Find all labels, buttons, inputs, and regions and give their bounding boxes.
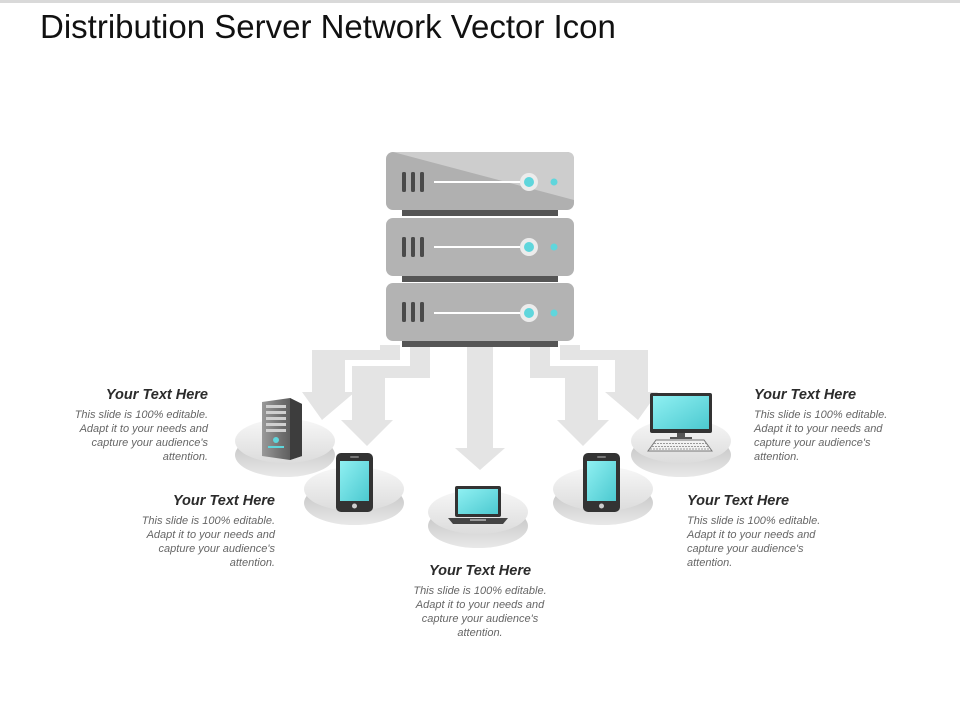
text-block-phone-right: Your Text Here This slide is 100% editab… [687, 493, 837, 570]
arrow-to-phone-left [341, 345, 430, 446]
text-block-server-tower: Your Text Here This slide is 100% editab… [58, 387, 208, 464]
text-body: This slide is 100% editable. Adapt it to… [74, 409, 208, 463]
text-block-phone-left: Your Text Here This slide is 100% editab… [125, 493, 275, 570]
text-body: This slide is 100% editable. Adapt it to… [754, 409, 888, 463]
server-tower-icon [262, 398, 302, 460]
desktop-computer-icon [647, 393, 713, 452]
server-unit [386, 283, 574, 347]
laptop-icon [448, 486, 508, 524]
text-heading: Your Text Here [428, 563, 532, 579]
connection-arrows [302, 345, 658, 470]
arrow-to-tower [302, 345, 400, 420]
text-body: This slide is 100% editable. Adapt it to… [141, 515, 275, 569]
server-rack-icon [386, 152, 574, 347]
text-body: This slide is 100% editable. Adapt it to… [413, 585, 547, 639]
arrow-to-phone-right [530, 345, 609, 446]
server-unit [386, 152, 574, 216]
text-heading: Your Text Here [172, 493, 275, 509]
text-heading: Your Text Here [687, 493, 790, 509]
arrow-to-desktop [560, 345, 658, 420]
smartphone-icon [336, 453, 373, 512]
page-title: Distribution Server Network Vector Icon [40, 8, 616, 45]
server-unit [386, 218, 574, 282]
top-rule [0, 0, 960, 3]
smartphone-icon [583, 453, 620, 512]
text-block-desktop: Your Text Here This slide is 100% editab… [754, 387, 904, 464]
text-heading: Your Text Here [105, 387, 208, 403]
text-heading: Your Text Here [754, 387, 857, 403]
text-body: This slide is 100% editable. Adapt it to… [687, 515, 821, 569]
arrow-to-laptop [455, 345, 505, 470]
text-block-laptop: Your Text Here This slide is 100% editab… [405, 563, 555, 640]
